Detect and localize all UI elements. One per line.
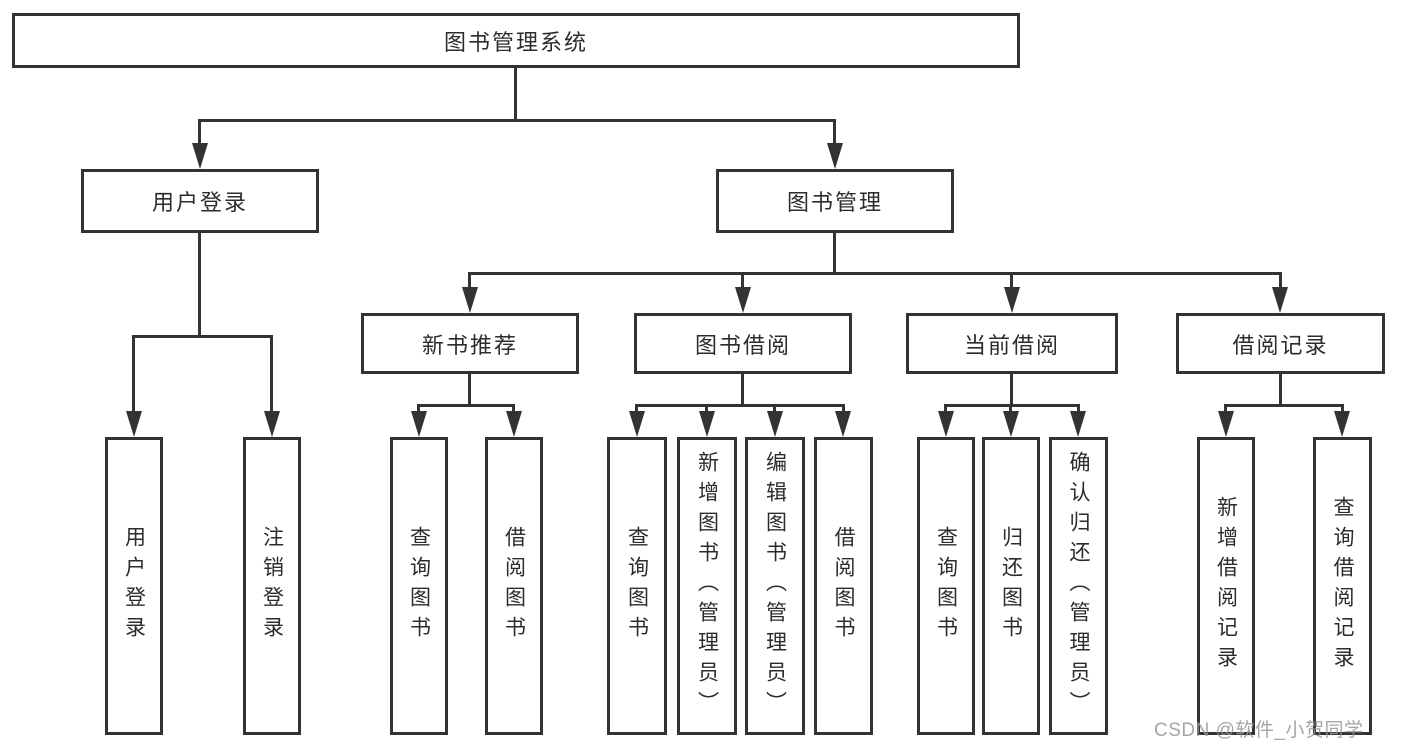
node-label: 编辑图书（管理员） [763, 451, 787, 721]
arrow-down-icon [462, 287, 478, 313]
connector-line [1224, 404, 1344, 407]
connector-line [1279, 275, 1282, 288]
connector-line [773, 407, 776, 412]
connector-line [944, 404, 1080, 407]
arrow-down-icon [1218, 411, 1234, 437]
connector-line [270, 338, 273, 412]
arrow-down-icon [767, 411, 783, 437]
watermark: CSDN @软件_小贺同学 [1154, 720, 1364, 741]
arrow-down-icon [192, 143, 208, 169]
connector-line [132, 335, 273, 338]
connector-line [198, 231, 201, 335]
connector-line [741, 372, 744, 404]
arrow-down-icon [1003, 411, 1019, 437]
connector-line [705, 407, 708, 412]
leaf-current-return-books: 归还图书 [982, 437, 1040, 735]
connector-line [1010, 372, 1013, 404]
connector-line [1224, 407, 1227, 412]
connector-line [842, 407, 845, 412]
node-book-borrowing: 图书借阅 [634, 313, 852, 374]
connector-line [512, 407, 515, 412]
connector-line [635, 404, 845, 407]
arrow-down-icon [264, 411, 280, 437]
connector-line [198, 122, 201, 144]
connector-line [132, 338, 135, 412]
connector-line [741, 275, 744, 288]
leaf-newbooks-query-books: 查询图书 [390, 437, 448, 735]
connector-line [944, 407, 947, 412]
leaf-records-query-record: 查询借阅记录 [1313, 437, 1372, 735]
arrow-down-icon [1004, 287, 1020, 313]
node-label: 新增图书（管理员） [695, 451, 719, 721]
connector-line [1341, 407, 1344, 412]
connector-line [514, 66, 517, 119]
arrow-down-icon [699, 411, 715, 437]
node-label: 当前借阅 [963, 332, 1060, 358]
node-label: 用户登录 [122, 526, 146, 646]
arrow-down-icon [629, 411, 645, 437]
connector-line [1009, 407, 1012, 412]
arrow-down-icon [735, 287, 751, 313]
node-label: 查询借阅记录 [1331, 496, 1354, 676]
leaf-newbooks-borrow-books: 借阅图书 [485, 437, 543, 735]
connector-line [1077, 407, 1080, 412]
node-label: 图书管理 [786, 190, 883, 215]
connector-line [417, 407, 420, 412]
node-book-management: 图书管理 [716, 169, 954, 233]
connector-line [417, 404, 515, 407]
arrow-down-icon [938, 411, 954, 437]
node-new-book-recommendation: 新书推荐 [361, 313, 579, 374]
leaf-borrowing-borrow-books: 借阅图书 [814, 437, 873, 735]
node-label: 借阅图书 [832, 526, 855, 646]
node-label: 借阅图书 [502, 526, 526, 646]
connector-line [198, 119, 836, 122]
node-borrowing-records: 借阅记录 [1176, 313, 1385, 374]
arrow-down-icon [827, 143, 843, 169]
arrow-down-icon [1070, 411, 1086, 437]
node-label: 用户登录 [151, 190, 248, 215]
arrow-down-icon [506, 411, 522, 437]
node-label: 注销登录 [260, 526, 284, 646]
node-user-login: 用户登录 [81, 169, 319, 233]
node-label: 图书借阅 [694, 332, 791, 358]
node-label: 新增借阅记录 [1214, 496, 1238, 676]
node-label: 查询图书 [625, 526, 649, 646]
node-label: 图书管理系统 [443, 29, 588, 55]
node-library-management-system: 图书管理系统 [12, 13, 1020, 68]
node-label: 查询图书 [934, 526, 958, 646]
arrow-down-icon [126, 411, 142, 437]
arrow-down-icon [411, 411, 427, 437]
node-label: 新书推荐 [421, 332, 518, 358]
leaf-records-add-record: 新增借阅记录 [1197, 437, 1255, 735]
connector-line [468, 275, 471, 288]
node-label: 查询图书 [407, 526, 431, 646]
arrow-down-icon [1272, 287, 1288, 313]
connector-line [468, 372, 471, 404]
connector-line [833, 231, 836, 272]
node-label: 确认归还（管理员） [1067, 451, 1090, 721]
leaf-borrowing-edit-books-admin: 编辑图书（管理员） [745, 437, 805, 735]
connector-line [468, 272, 1282, 275]
leaf-current-confirm-return-admin: 确认归还（管理员） [1049, 437, 1108, 735]
connector-line [1010, 275, 1013, 288]
leaf-borrowing-query-books: 查询图书 [607, 437, 667, 735]
connector-line [635, 407, 638, 412]
leaf-user-login: 用户登录 [105, 437, 163, 735]
arrow-down-icon [1334, 411, 1350, 437]
node-current-borrowing: 当前借阅 [906, 313, 1118, 374]
leaf-borrowing-add-books-admin: 新增图书（管理员） [677, 437, 737, 735]
node-label: 归还图书 [999, 526, 1023, 646]
connector-line [833, 122, 836, 144]
connector-line [1279, 372, 1282, 404]
node-label: 借阅记录 [1232, 332, 1329, 358]
leaf-current-query-books: 查询图书 [917, 437, 975, 735]
leaf-logout: 注销登录 [243, 437, 301, 735]
arrow-down-icon [835, 411, 851, 437]
